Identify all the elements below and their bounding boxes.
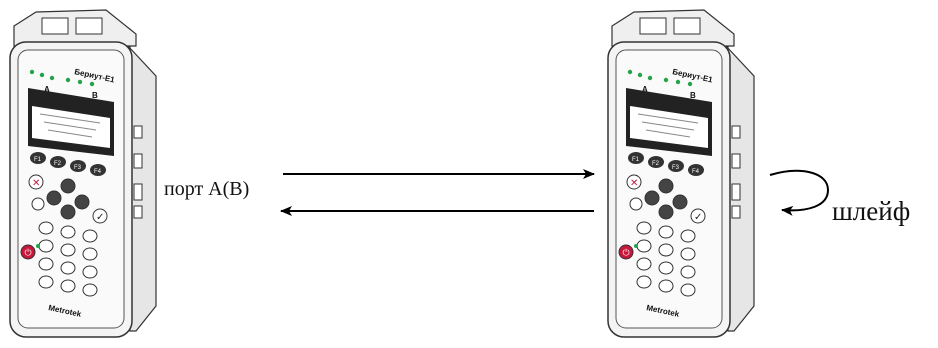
keypad-key[interactable] xyxy=(39,276,53,288)
key-f2[interactable]: F2 xyxy=(648,156,664,168)
keypad-key[interactable] xyxy=(637,240,651,252)
nav-left-key[interactable] xyxy=(47,191,61,205)
nav-down-key[interactable] xyxy=(659,205,673,219)
svg-text:F1: F1 xyxy=(632,157,640,163)
key-f4[interactable]: F4 xyxy=(688,164,704,176)
keypad-key[interactable] xyxy=(659,280,673,292)
key-f3[interactable]: F3 xyxy=(70,160,86,172)
nav-down-key[interactable] xyxy=(61,205,75,219)
keypad-key[interactable] xyxy=(83,248,97,260)
cancel-icon: ✕ xyxy=(32,178,40,189)
key-f4[interactable]: F4 xyxy=(90,164,106,176)
tester-device-right: Бериут-Е1 A B F1 F2 F3 F4 ✕ xyxy=(608,10,754,337)
svg-text:F2: F2 xyxy=(54,161,62,167)
loopback-arrow xyxy=(770,171,828,211)
keypad-key[interactable] xyxy=(681,266,695,278)
svg-text:F4: F4 xyxy=(692,169,700,175)
keypad-key[interactable] xyxy=(61,226,75,238)
check-icon: ✓ xyxy=(694,212,702,223)
power-icon: ⏻ xyxy=(25,248,32,258)
key-f3[interactable]: F3 xyxy=(668,160,684,172)
keypad-key[interactable] xyxy=(61,280,75,292)
power-icon: ⏻ xyxy=(623,248,630,258)
keypad-key[interactable] xyxy=(681,248,695,260)
keypad-key[interactable] xyxy=(61,244,75,256)
svg-text:F4: F4 xyxy=(94,169,102,175)
svg-text:F3: F3 xyxy=(672,165,680,171)
nav-up-key[interactable] xyxy=(659,179,673,193)
keypad-key[interactable] xyxy=(83,284,97,296)
keypad-key[interactable] xyxy=(39,222,53,234)
keypad-key[interactable] xyxy=(83,266,97,278)
top-connector-block xyxy=(14,10,136,46)
loopback-label: шлейф xyxy=(832,196,910,227)
nav-up-key[interactable] xyxy=(61,179,75,193)
menu-key[interactable] xyxy=(32,198,44,210)
keypad-key[interactable] xyxy=(659,244,673,256)
svg-text:F1: F1 xyxy=(34,157,42,163)
rj45-port-a xyxy=(640,18,666,34)
rj45-port-b xyxy=(76,18,102,34)
keypad-key[interactable] xyxy=(39,240,53,252)
tester-device-left: Бериут-Е1 A B F1 F2 F3 F4 ✕ xyxy=(10,10,156,337)
power-led xyxy=(36,244,40,248)
key-f2[interactable]: F2 xyxy=(50,156,66,168)
rj45-port-b xyxy=(674,18,700,34)
keypad-key[interactable] xyxy=(637,276,651,288)
keypad-key[interactable] xyxy=(681,284,695,296)
nav-right-key[interactable] xyxy=(75,195,89,209)
nav-right-key[interactable] xyxy=(673,195,687,209)
port-label: порт A(B) xyxy=(164,178,249,201)
svg-text:F2: F2 xyxy=(652,161,660,167)
key-f1[interactable]: F1 xyxy=(30,152,46,164)
keypad-key[interactable] xyxy=(659,226,673,238)
check-icon: ✓ xyxy=(96,212,104,223)
keypad-key[interactable] xyxy=(61,262,75,274)
rj45-port-a xyxy=(42,18,68,34)
keypad-key[interactable] xyxy=(637,258,651,270)
power-led xyxy=(634,244,638,248)
cancel-icon: ✕ xyxy=(630,178,638,189)
key-f1[interactable]: F1 xyxy=(628,152,644,164)
keypad-key[interactable] xyxy=(659,262,673,274)
keypad-key[interactable] xyxy=(681,230,695,242)
top-connector-block xyxy=(612,10,734,46)
svg-text:F3: F3 xyxy=(74,165,82,171)
keypad-key[interactable] xyxy=(83,230,97,242)
menu-key[interactable] xyxy=(630,198,642,210)
nav-left-key[interactable] xyxy=(645,191,659,205)
keypad-key[interactable] xyxy=(637,222,651,234)
keypad-key[interactable] xyxy=(39,258,53,270)
